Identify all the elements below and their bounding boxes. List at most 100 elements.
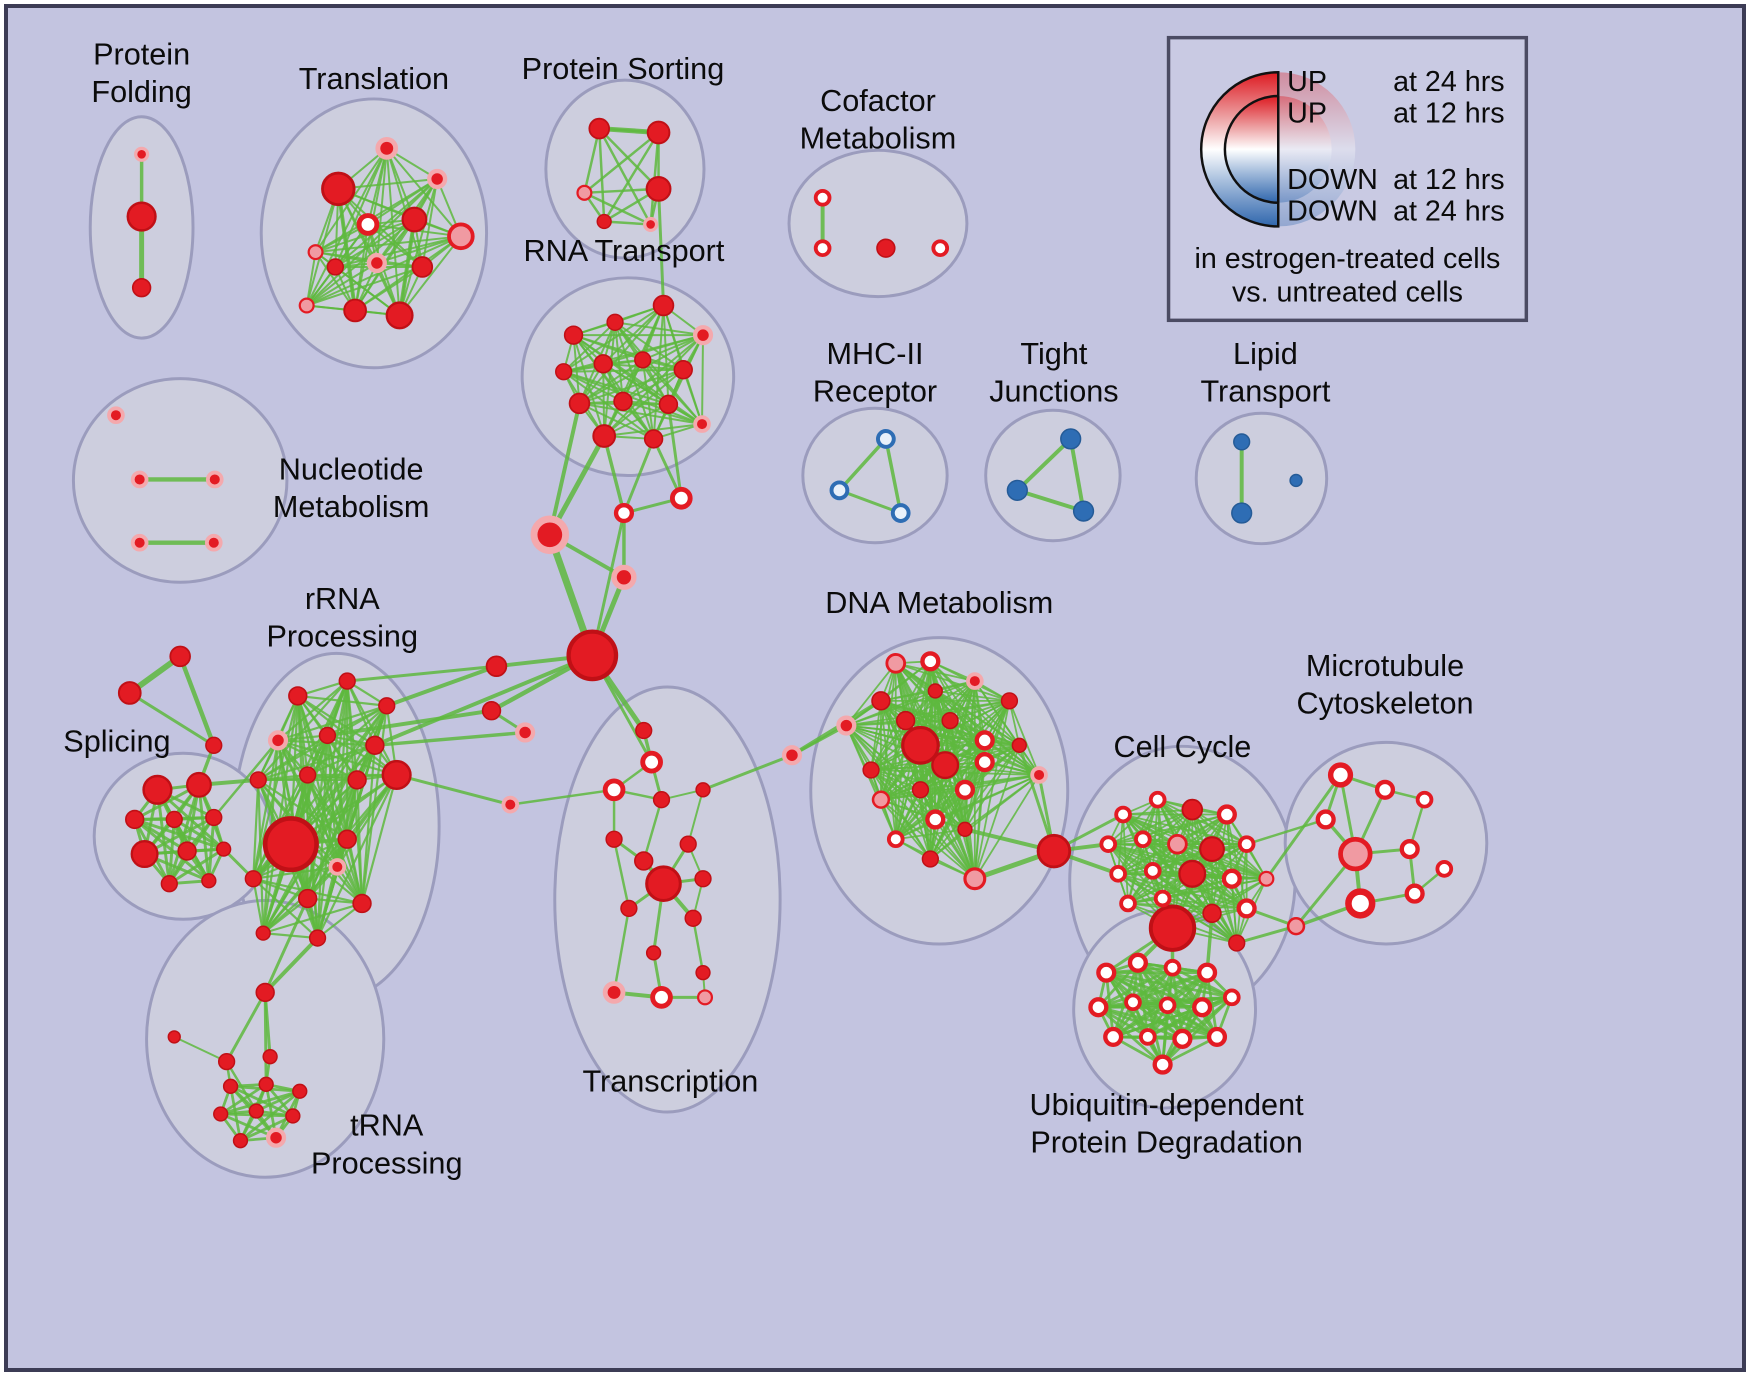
network-node-rt10 [613, 391, 633, 412]
network-edge [1111, 1003, 1169, 1039]
network-edge [1161, 897, 1248, 910]
cluster-label-rna-transport: RNA Transport [524, 234, 725, 268]
network-node-cc9 [1237, 835, 1256, 853]
network-edge [219, 1089, 302, 1116]
network-edge [257, 734, 329, 782]
network-node-rt1 [563, 325, 584, 345]
network-node-sp2 [186, 771, 212, 798]
network-edge [973, 744, 1021, 880]
network-node-nm4 [130, 533, 149, 552]
network-edge [578, 334, 705, 405]
network-edge [1161, 1035, 1219, 1066]
network-node-tr11 [232, 1133, 249, 1149]
network-node-t8 [326, 258, 344, 276]
network-node-dm16 [1030, 766, 1048, 784]
network-edge [602, 220, 652, 226]
network-edge [641, 334, 705, 361]
legend-footer-line-1: vs. untreated cells [1232, 277, 1463, 309]
network-edge [219, 1082, 268, 1116]
network-edge [1015, 436, 1073, 493]
network-node-tx17 [696, 989, 714, 1006]
network-edge [1107, 798, 1159, 846]
network-edge [128, 691, 216, 747]
network-node-dm1 [836, 715, 857, 736]
network-edge [934, 739, 986, 821]
network-node-tr2 [167, 1030, 181, 1044]
network-node-pf3 [131, 278, 152, 298]
network-node-nm2 [130, 470, 149, 489]
network-edge [583, 131, 660, 195]
network-node-rr11 [262, 816, 319, 873]
network-node-ub11 [1138, 1028, 1157, 1046]
network-edge [225, 1060, 258, 1113]
network-node-rt11 [658, 394, 679, 415]
network-node-t13 [385, 301, 414, 330]
network-edge [305, 147, 388, 307]
network-node-dm15 [974, 752, 995, 773]
network-edge [612, 837, 631, 910]
network-edge [305, 235, 462, 307]
network-edge [845, 724, 897, 841]
cluster-label-cell-cycle: Cell Cycle [1113, 730, 1251, 764]
network-node-rr17 [308, 929, 327, 947]
network-edge [562, 370, 704, 426]
network-node-dm23 [921, 850, 939, 868]
network-node-cc20 [1228, 934, 1246, 952]
network-edge [1131, 971, 1209, 1004]
network-node-rr5 [318, 726, 337, 745]
network-edge [949, 719, 976, 880]
network-node-cm2 [813, 239, 832, 257]
network-edge [276, 704, 388, 742]
network-node-cc10 [1109, 864, 1127, 883]
network-node-dm12 [974, 730, 995, 751]
legend-footer-line-0: in estrogen-treated cells [1195, 243, 1501, 275]
network-edge [314, 218, 416, 254]
network-edge [305, 218, 416, 307]
network-node-rt3 [652, 294, 675, 317]
cluster-label-splicing: Splicing [63, 724, 170, 758]
network-edge [602, 362, 606, 437]
network-node-cc3 [1181, 798, 1204, 821]
network-node-sp4 [165, 810, 183, 829]
network-node-rr4 [267, 730, 289, 751]
network-node-tx15 [602, 981, 626, 1004]
network-edge [691, 917, 705, 974]
network-edge [870, 662, 897, 771]
network-edge [934, 818, 976, 880]
network-node-tr7 [292, 1083, 308, 1099]
network-edge [257, 778, 349, 841]
network-node-dm8 [895, 710, 916, 731]
network-node-ub6 [1124, 993, 1142, 1012]
cluster-label-trna-processing: tRNA [350, 1109, 424, 1143]
network-edge [790, 724, 848, 757]
network-node-ps6 [643, 216, 659, 233]
network-node-tr9 [248, 1103, 264, 1119]
network-node-tx16 [650, 986, 673, 1009]
network-node-tr10 [285, 1108, 301, 1124]
legend-row-direction-3: DOWN [1287, 196, 1378, 228]
network-edge [1127, 838, 1144, 905]
network-node-t11 [298, 297, 315, 314]
cluster-label-protein-folding: Protein [93, 37, 190, 71]
network-node-nm1 [107, 406, 125, 425]
network-node-t3 [427, 168, 448, 190]
network-node-lt1 [1233, 433, 1251, 451]
network-edge [562, 370, 624, 403]
cluster-label-lipid-transport: Transport [1200, 374, 1330, 408]
network-edge [1141, 813, 1228, 841]
network-edge [225, 990, 267, 1064]
network-node-ub10 [1103, 1026, 1124, 1047]
network-node-ub8 [1192, 997, 1213, 1018]
network-node-cc18 [1236, 898, 1257, 919]
network-node-tx9 [645, 865, 682, 903]
network-edge [346, 838, 364, 905]
network-edge [1017, 743, 1056, 853]
network-node-sp10 [201, 873, 217, 889]
network-node-cc5 [1099, 835, 1118, 853]
network-edge [880, 719, 907, 801]
cluster-label-mhc-ii-receptor: MHC-II [827, 337, 924, 371]
network-node-mc6 [1399, 839, 1420, 860]
network-edge [562, 304, 665, 373]
network-edge [276, 739, 398, 777]
network-edge [1235, 924, 1298, 945]
